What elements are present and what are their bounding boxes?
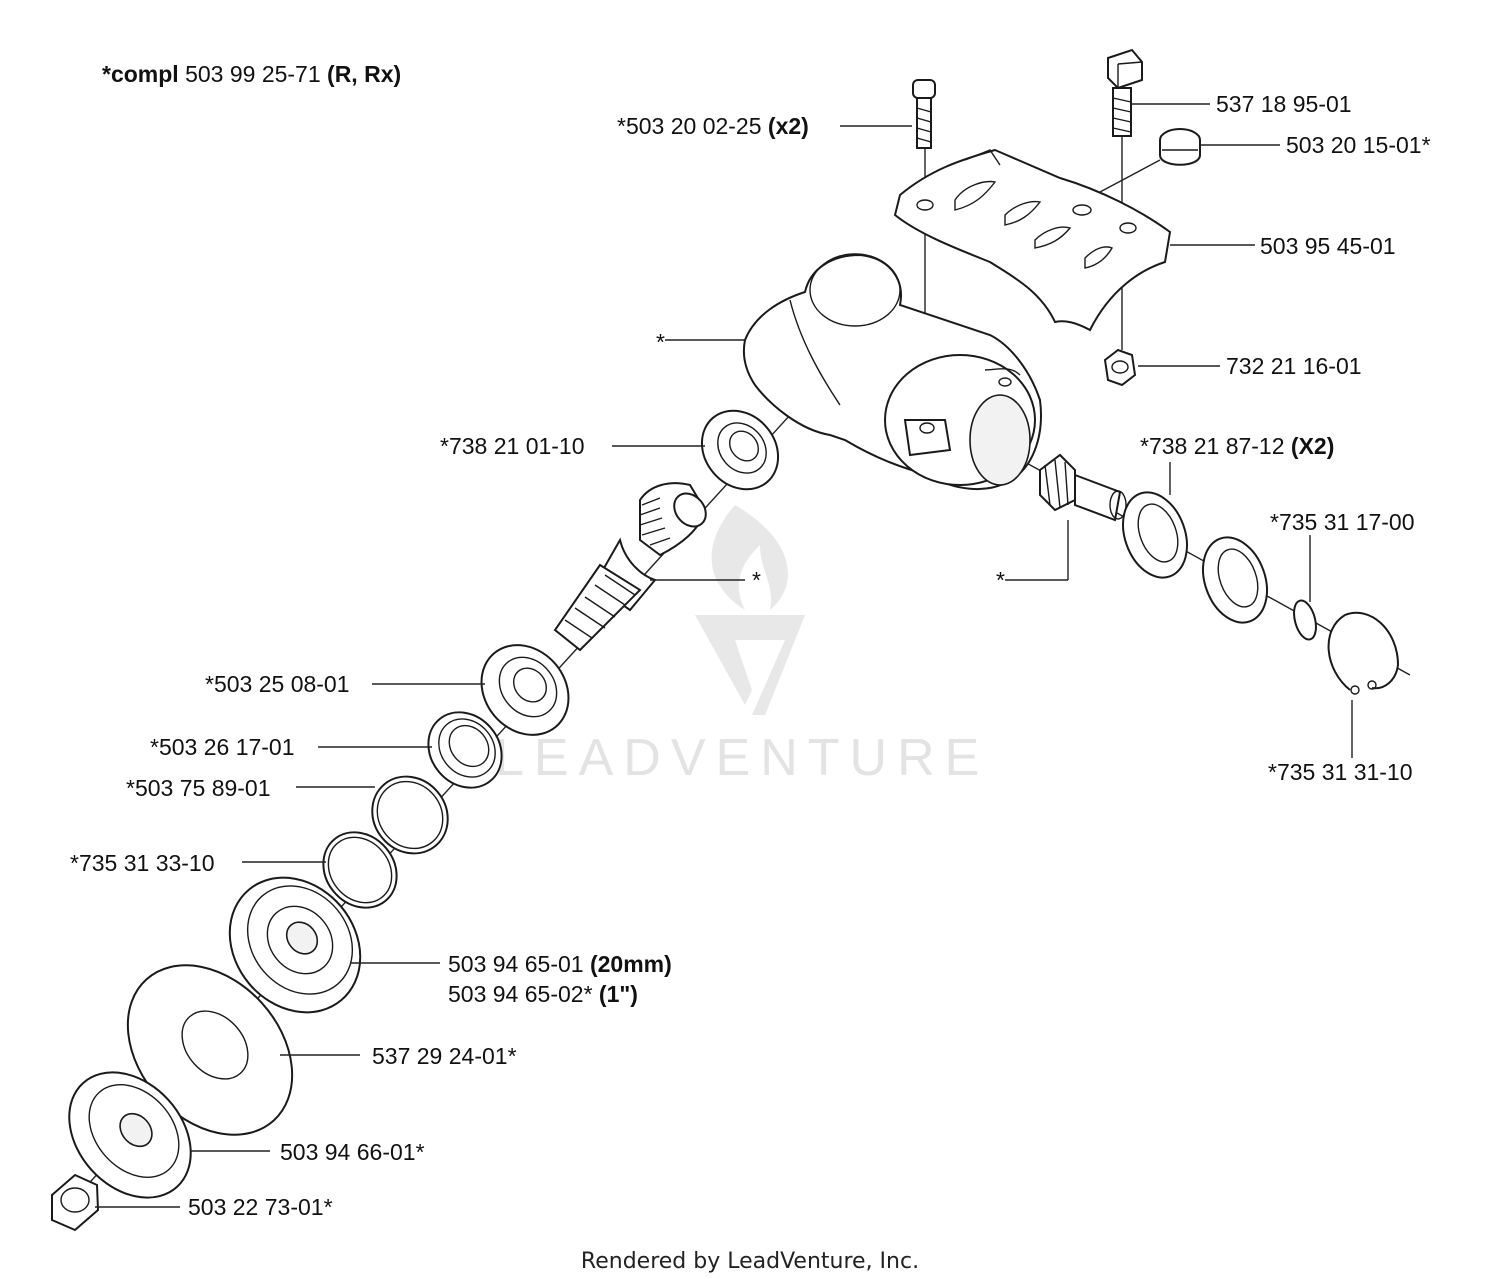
- label-503-95-45-01: 503 95 45-01: [1260, 233, 1396, 259]
- label-537-18-95-01: 537 18 95-01: [1216, 91, 1352, 117]
- label-503-25-08-01: *503 25 08-01: [205, 671, 350, 697]
- flange-part: [68, 1071, 192, 1199]
- label-503-20-02-25-qty: (x2): [762, 113, 809, 139]
- label-503-94-65-01: 503 94 65-01 (20mm): [448, 951, 672, 977]
- label-pinion-star: *: [996, 567, 1005, 593]
- label-738-21-87-12-qty: (X2): [1285, 433, 1335, 459]
- label-738-21-87-12: *738 21 87-12 (X2): [1140, 433, 1334, 459]
- label-503-20-02-25: *503 20 02-25 (x2): [617, 113, 809, 139]
- label-738-21-01-10: *738 21 01-10: [440, 433, 585, 459]
- upper-bearing-part: [700, 409, 780, 491]
- footer-credit: Rendered by LeadVenture, Inc.: [581, 1249, 919, 1274]
- guard-plate-part: [893, 148, 1172, 332]
- label-503-22-73-01: 503 22 73-01*: [188, 1194, 333, 1220]
- compl-number: 503 99 25-71: [179, 61, 327, 87]
- label-503-94-65-01-size: (20mm): [584, 951, 672, 977]
- hub-part: [228, 876, 362, 1014]
- watermark-logo: LEADVENTURE: [495, 505, 989, 787]
- compl-suffix: (R, Rx): [327, 61, 401, 87]
- label-503-94-66-01: 503 94 66-01*: [280, 1139, 425, 1165]
- label-503-20-02-25-number: *503 20 02-25: [617, 113, 762, 139]
- compl-label: *compl 503 99 25-71 (R, Rx): [102, 61, 401, 87]
- label-503-94-65-02: 503 94 65-02* (1"): [448, 981, 638, 1007]
- nut-part: [1103, 348, 1137, 387]
- drive-bearing-2-part: [1202, 536, 1268, 624]
- watermark-text: LEADVENTURE: [495, 729, 989, 787]
- label-503-20-15-01: 503 20 15-01*: [1286, 132, 1431, 158]
- compl-prefix: *compl: [102, 61, 179, 87]
- label-537-29-24-01: 537 29 24-01*: [372, 1043, 517, 1069]
- washer-ring-part: [371, 775, 449, 855]
- label-735-31-17-00: *735 31 17-00: [1270, 509, 1415, 535]
- bolt-part: [1107, 48, 1143, 137]
- spline-shaft-part: [553, 563, 642, 652]
- label-732-21-16-01: 732 21 16-01: [1226, 353, 1362, 379]
- label-503-94-65-02-size: (1"): [593, 981, 638, 1007]
- gear-housing-part: [742, 253, 1042, 491]
- drive-bearing-1-part: [1122, 491, 1188, 579]
- pinion-part: [1039, 453, 1127, 522]
- screw-part: [912, 79, 936, 149]
- label-housing-star: *: [656, 329, 665, 355]
- leader-lines: [95, 103, 1353, 1208]
- label-503-94-65-02-number: 503 94 65-02*: [448, 981, 593, 1007]
- label-503-75-89-01: *503 75 89-01: [126, 775, 271, 801]
- label-738-21-87-12-number: *738 21 87-12: [1140, 433, 1285, 459]
- bevel-gear-part: [598, 482, 707, 612]
- blade-nut-part: [51, 1173, 100, 1232]
- seal-part: [427, 711, 503, 789]
- label-735-31-31-10: *735 31 31-10: [1268, 759, 1413, 785]
- large-circlip-part: [1327, 612, 1400, 695]
- label-503-26-17-01: *503 26 17-01: [150, 734, 295, 760]
- label-gear-star: *: [752, 567, 761, 593]
- label-735-31-33-10: *735 31 33-10: [70, 850, 215, 876]
- small-circlip-part: [1293, 599, 1317, 641]
- bearing-503-25-08-01-part: [480, 644, 570, 736]
- label-503-94-65-01-number: 503 94 65-01: [448, 951, 584, 977]
- plug-part: [1159, 128, 1201, 166]
- circlip-733-part: [322, 831, 398, 909]
